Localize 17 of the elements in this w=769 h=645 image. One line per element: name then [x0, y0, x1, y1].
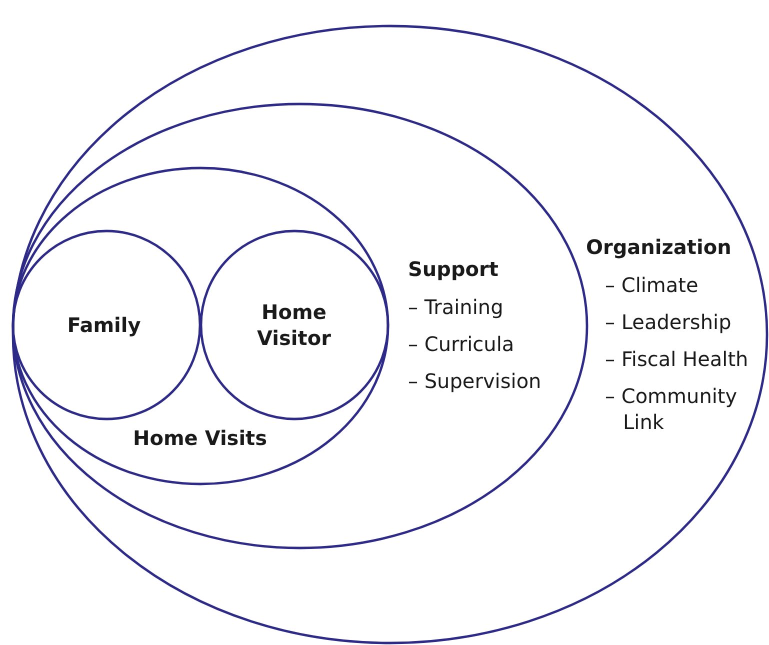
nested-ellipse	[201, 231, 388, 419]
list-item: – Supervision	[408, 368, 542, 394]
nested-ellipse	[13, 104, 587, 548]
home-visitor-heading: Home Visitor	[256, 299, 332, 351]
list-item: – Fiscal Health	[605, 346, 750, 372]
support-heading: Support	[408, 256, 500, 282]
list-item: – Community Link	[605, 383, 738, 435]
home-visits-heading: Home Visits	[132, 425, 268, 451]
nested-ellipse	[13, 26, 767, 643]
nested-ellipse	[13, 168, 388, 484]
list-item: – Curricula	[408, 331, 516, 357]
family-heading: Family	[66, 312, 142, 338]
list-item: – Training	[408, 294, 504, 320]
nested-ellipse	[13, 231, 200, 419]
list-item: – Climate	[605, 272, 700, 298]
list-item: – Leadership	[605, 309, 732, 335]
organization-heading: Organization	[586, 234, 732, 260]
